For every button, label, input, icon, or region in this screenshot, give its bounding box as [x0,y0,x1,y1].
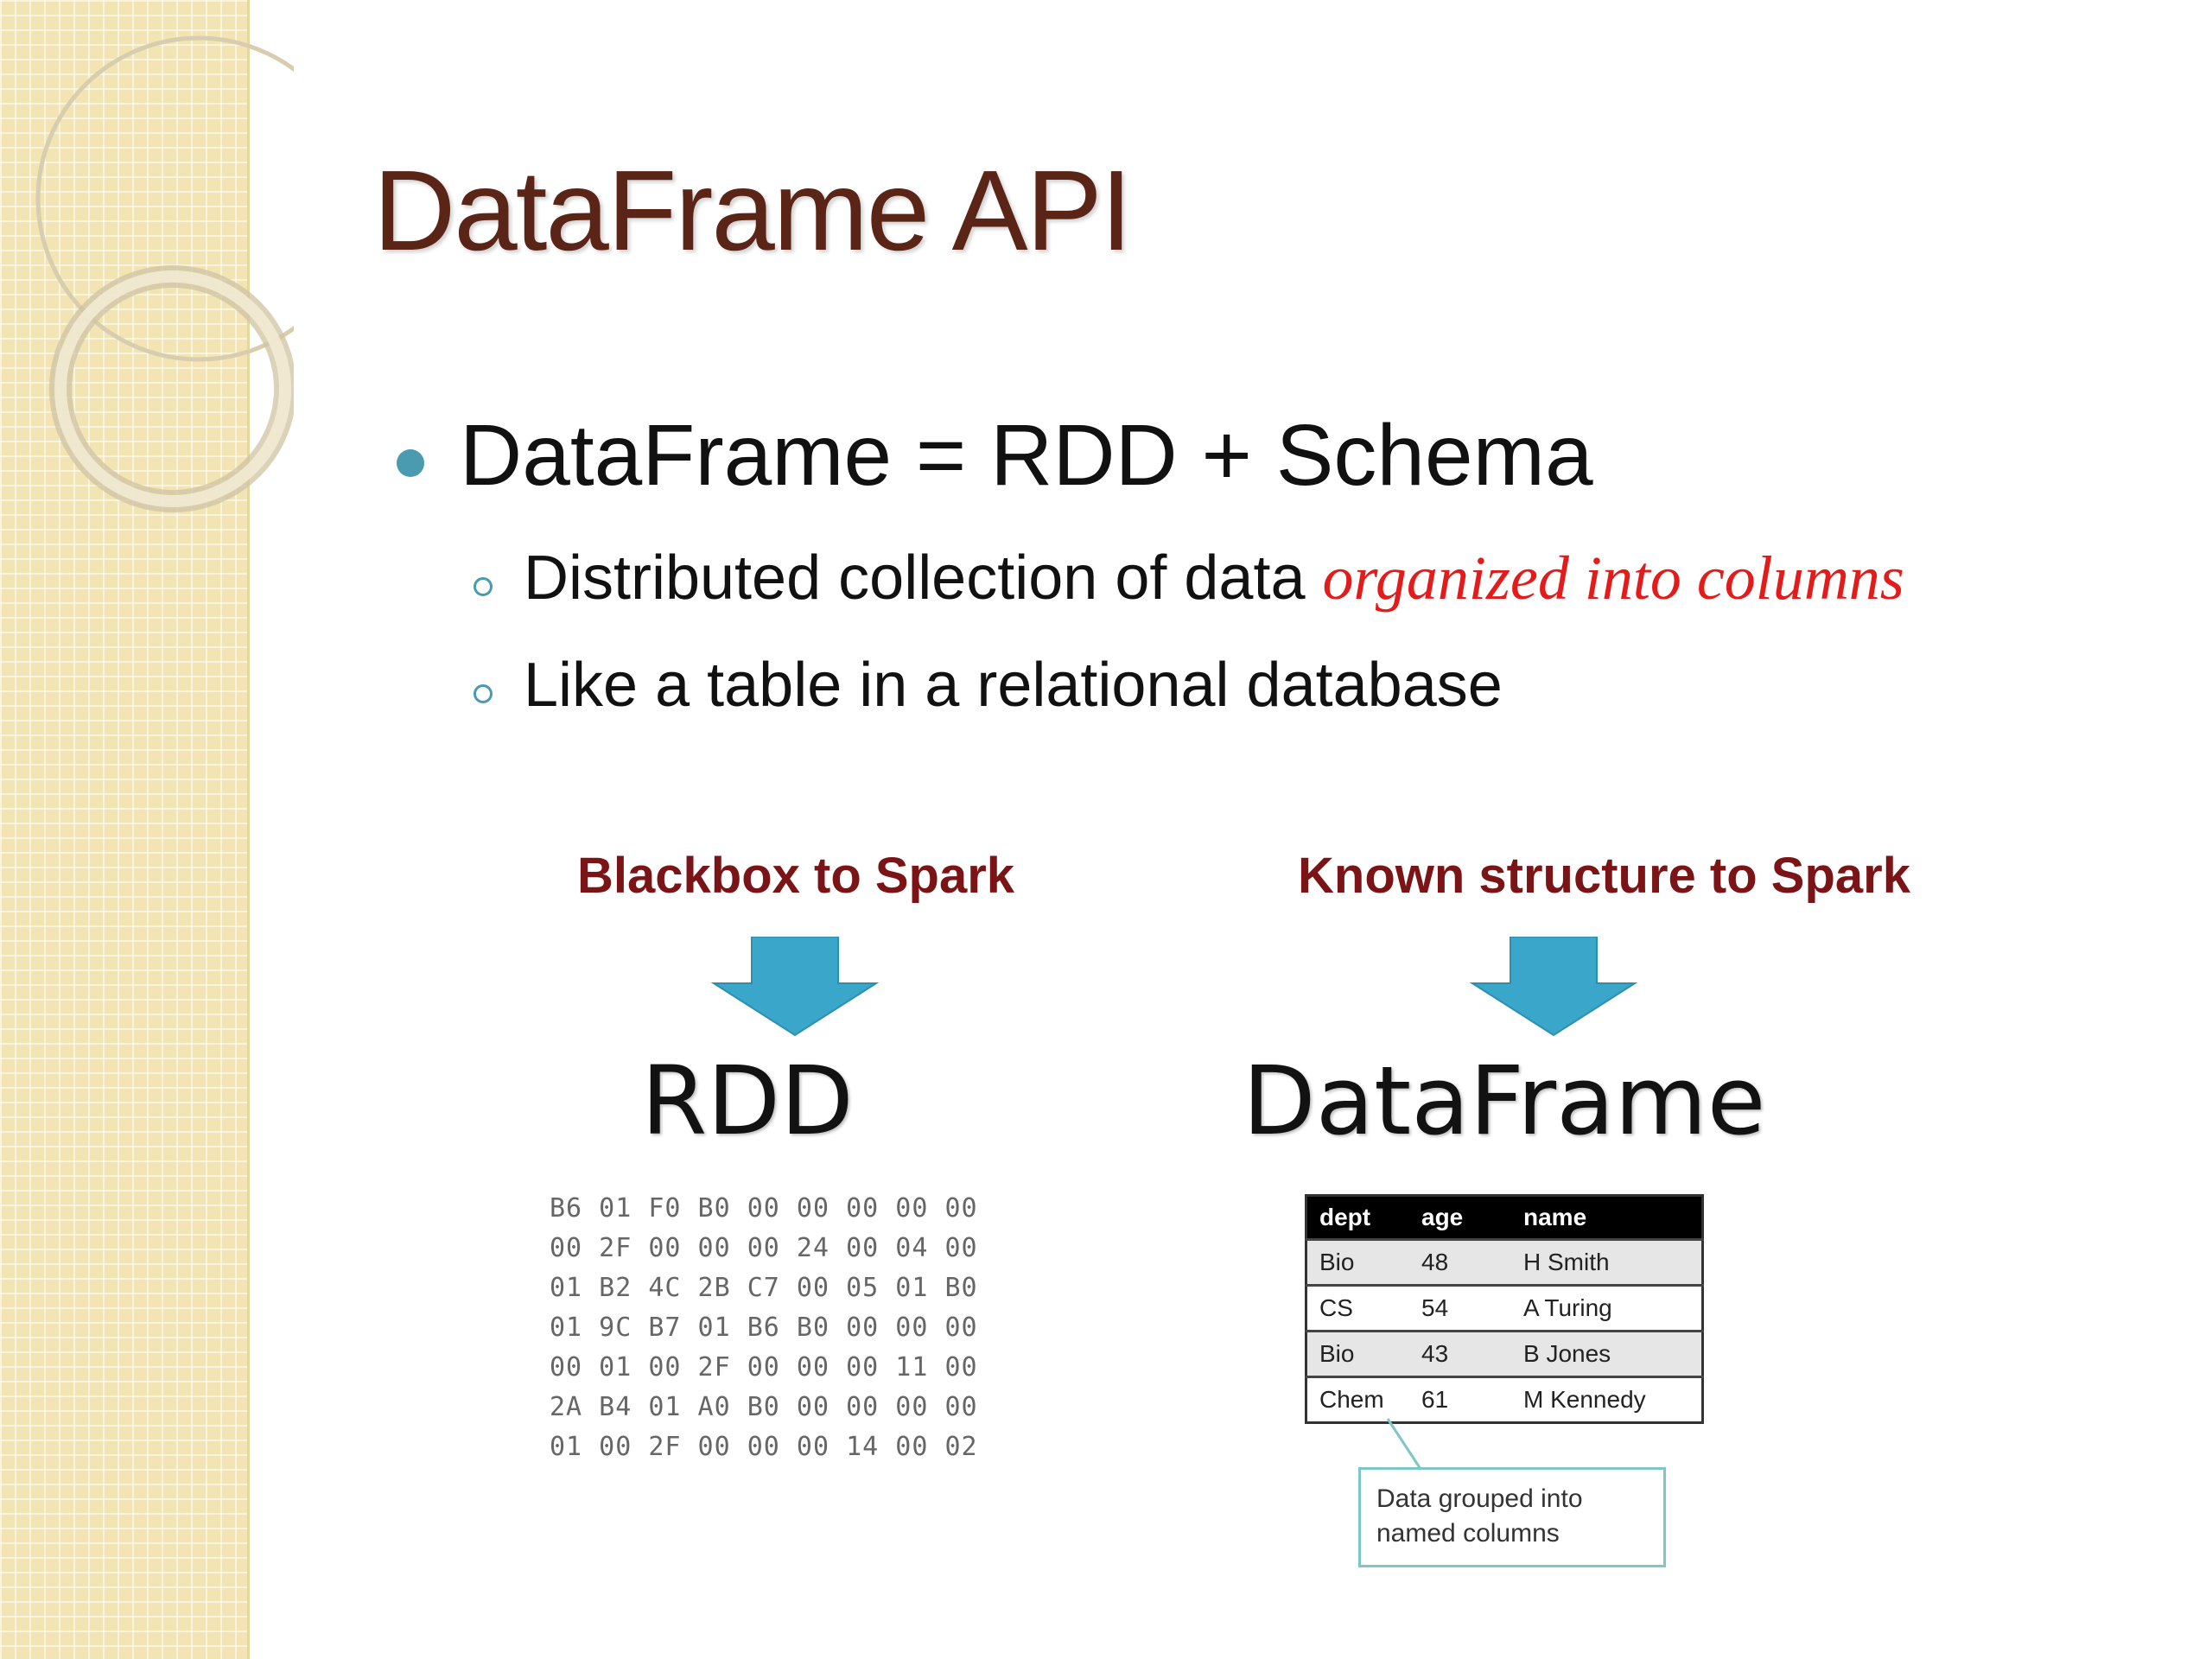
left-caption: Blackbox to Spark [577,848,1015,904]
hex-row: 01 9C B7 01 B6 B0 00 00 00 [550,1313,978,1343]
table-cell: 61 [1409,1376,1511,1423]
ring-small-highlight [54,270,291,507]
table-cell: 54 [1409,1284,1511,1332]
main-bullet: DataFrame = RDD + Schema [460,407,1593,504]
table-row: Chem 61 M Kennedy [1306,1376,1703,1423]
ring-large [35,35,294,362]
table-cell: B Jones [1511,1330,1703,1377]
sub-bullet-2: Like a table in a relational database [524,650,1503,721]
sub-bullet-ring [474,684,493,703]
table-row: CS 54 A Turing [1306,1284,1703,1332]
bullet-dot [397,449,424,477]
hex-row: 2A B4 01 A0 B0 00 00 00 00 [550,1392,978,1422]
hex-dump: B6 01 F0 B0 00 00 00 00 00 00 2F 00 00 0… [550,1189,978,1467]
sub-bullet-1: Distributed collection of data organized… [524,543,1904,614]
sub-bullet-1-highlight: organized into columns [1322,543,1904,613]
decorative-rings [35,35,294,512]
callout-connector [1386,1418,1422,1470]
callout-box: Data grouped into named columns [1358,1467,1666,1567]
slide-title: DataFrame API [373,147,1132,274]
column-header: age [1409,1195,1511,1240]
column-header: dept [1306,1195,1409,1240]
table-cell: CS [1306,1284,1409,1332]
hex-row: B6 01 F0 B0 00 00 00 00 00 [550,1193,978,1224]
table-cell: 48 [1409,1238,1511,1286]
table-cell: 43 [1409,1330,1511,1377]
hex-row: 00 01 00 2F 00 00 00 11 00 [550,1352,978,1382]
sub-bullet-2-text: Like a table in a relational database [524,651,1503,720]
table-cell: H Smith [1511,1238,1703,1286]
hex-row: 00 2F 00 00 00 24 00 04 00 [550,1233,978,1263]
table-header-row: dept age name [1306,1195,1703,1240]
table-cell: Chem [1306,1376,1409,1423]
table-row: Bio 48 H Smith [1306,1238,1703,1286]
dataframe-label: DataFrame [1243,1046,1766,1156]
rdd-label: RDD [641,1046,854,1156]
down-arrow-icon [710,937,880,1037]
table-cell: A Turing [1511,1284,1703,1332]
table-cell: Bio [1306,1238,1409,1286]
table-cell: M Kennedy [1511,1376,1703,1423]
table-row: Bio 43 B Jones [1306,1330,1703,1377]
sub-bullet-1-text: Distributed collection of data [524,543,1323,613]
dataframe-table: dept age name Bio 48 H Smith CS 54 A Tur… [1305,1194,1704,1424]
column-header: name [1511,1195,1703,1240]
down-arrow-icon [1469,937,1638,1037]
table-cell: Bio [1306,1330,1409,1377]
right-caption: Known structure to Spark [1298,848,1910,904]
hex-row: 01 00 2F 00 00 00 14 00 02 [550,1432,978,1462]
sub-bullet-ring [474,577,493,596]
hex-row: 01 B2 4C 2B C7 00 05 01 B0 [550,1273,978,1303]
